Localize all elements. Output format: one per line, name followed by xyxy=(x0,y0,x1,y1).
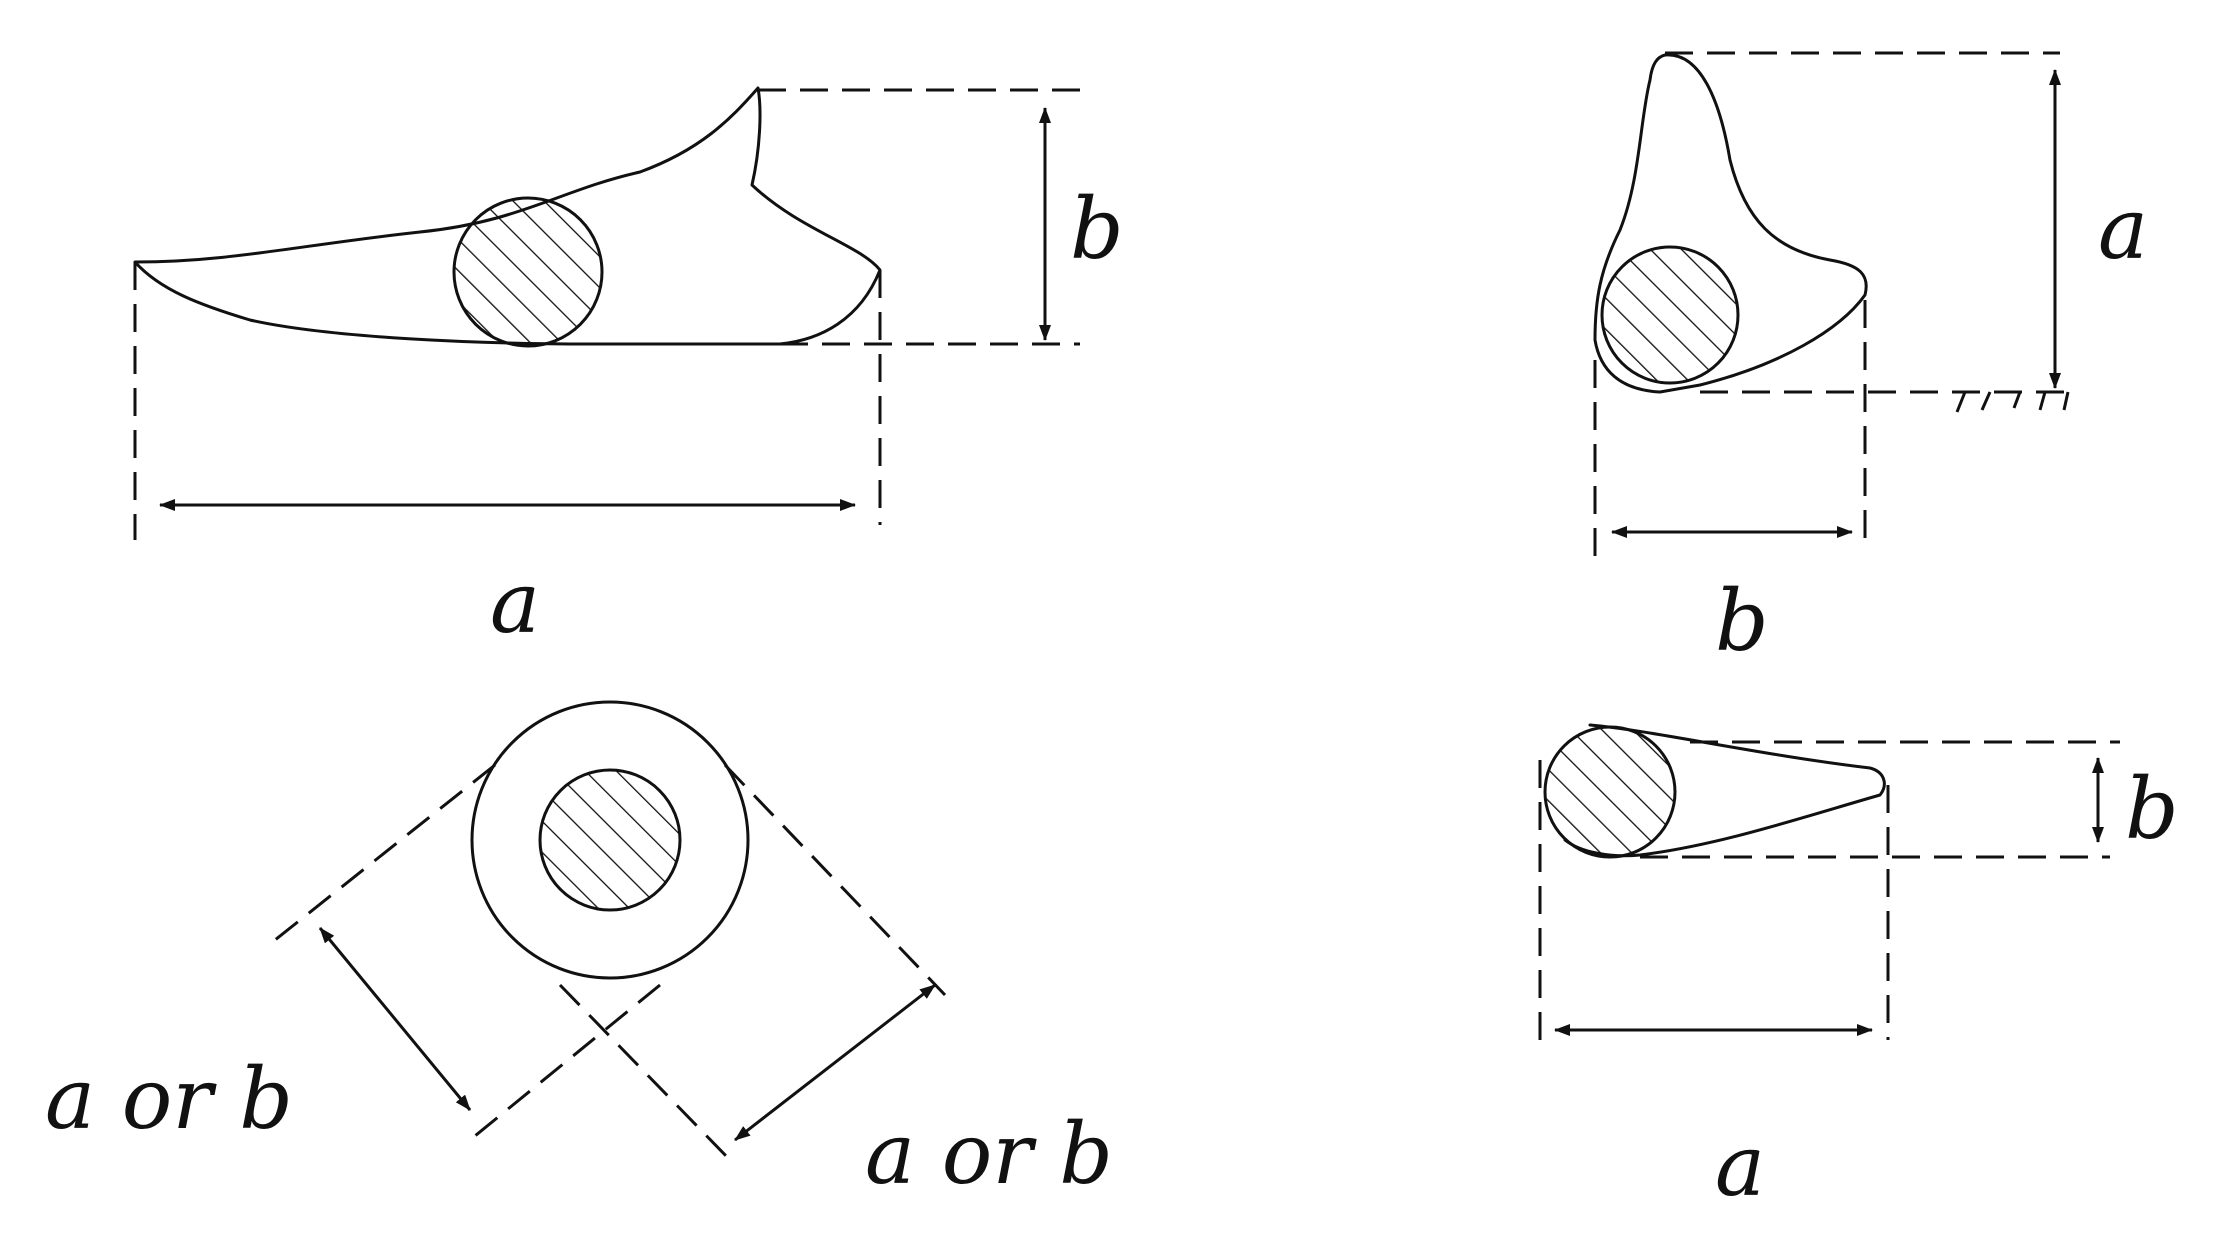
rod-section-bottom-right xyxy=(1543,725,1677,859)
ground-ticks xyxy=(1955,391,2070,413)
label-b: b xyxy=(1070,180,1124,278)
rod-section-top-right xyxy=(1600,245,1740,385)
ext-line xyxy=(469,983,661,1142)
panel-bottom-left: a or b a or b xyxy=(45,700,1113,1203)
ext-line xyxy=(558,983,732,1162)
panel-top-right: a b xyxy=(1593,51,2148,670)
panel-bottom-right: b a xyxy=(1538,723,2179,1215)
weld-profile-top-left xyxy=(133,86,882,346)
rod-section-top-left xyxy=(452,196,604,348)
label-a: a xyxy=(1715,1117,1765,1215)
label-a: a xyxy=(2098,180,2148,278)
label-a-or-b-left: a or b xyxy=(45,1050,293,1148)
label-b: b xyxy=(2125,760,2179,858)
label-b: b xyxy=(1715,572,1769,670)
label-a-or-b-right: a or b xyxy=(865,1105,1113,1203)
weld-profile-top-right xyxy=(1593,53,1868,394)
label-a: a xyxy=(490,554,540,652)
weld-ring-bottom-left xyxy=(470,700,750,980)
weld-profile-bottom-right xyxy=(1563,723,1886,858)
ext-line xyxy=(274,763,496,942)
dim-arrow-left xyxy=(318,927,472,1111)
ext-line xyxy=(723,763,947,997)
rod-section-bottom-left xyxy=(538,768,682,912)
panel-top-left: a b xyxy=(133,86,1124,652)
dim-arrow-right xyxy=(734,983,936,1142)
